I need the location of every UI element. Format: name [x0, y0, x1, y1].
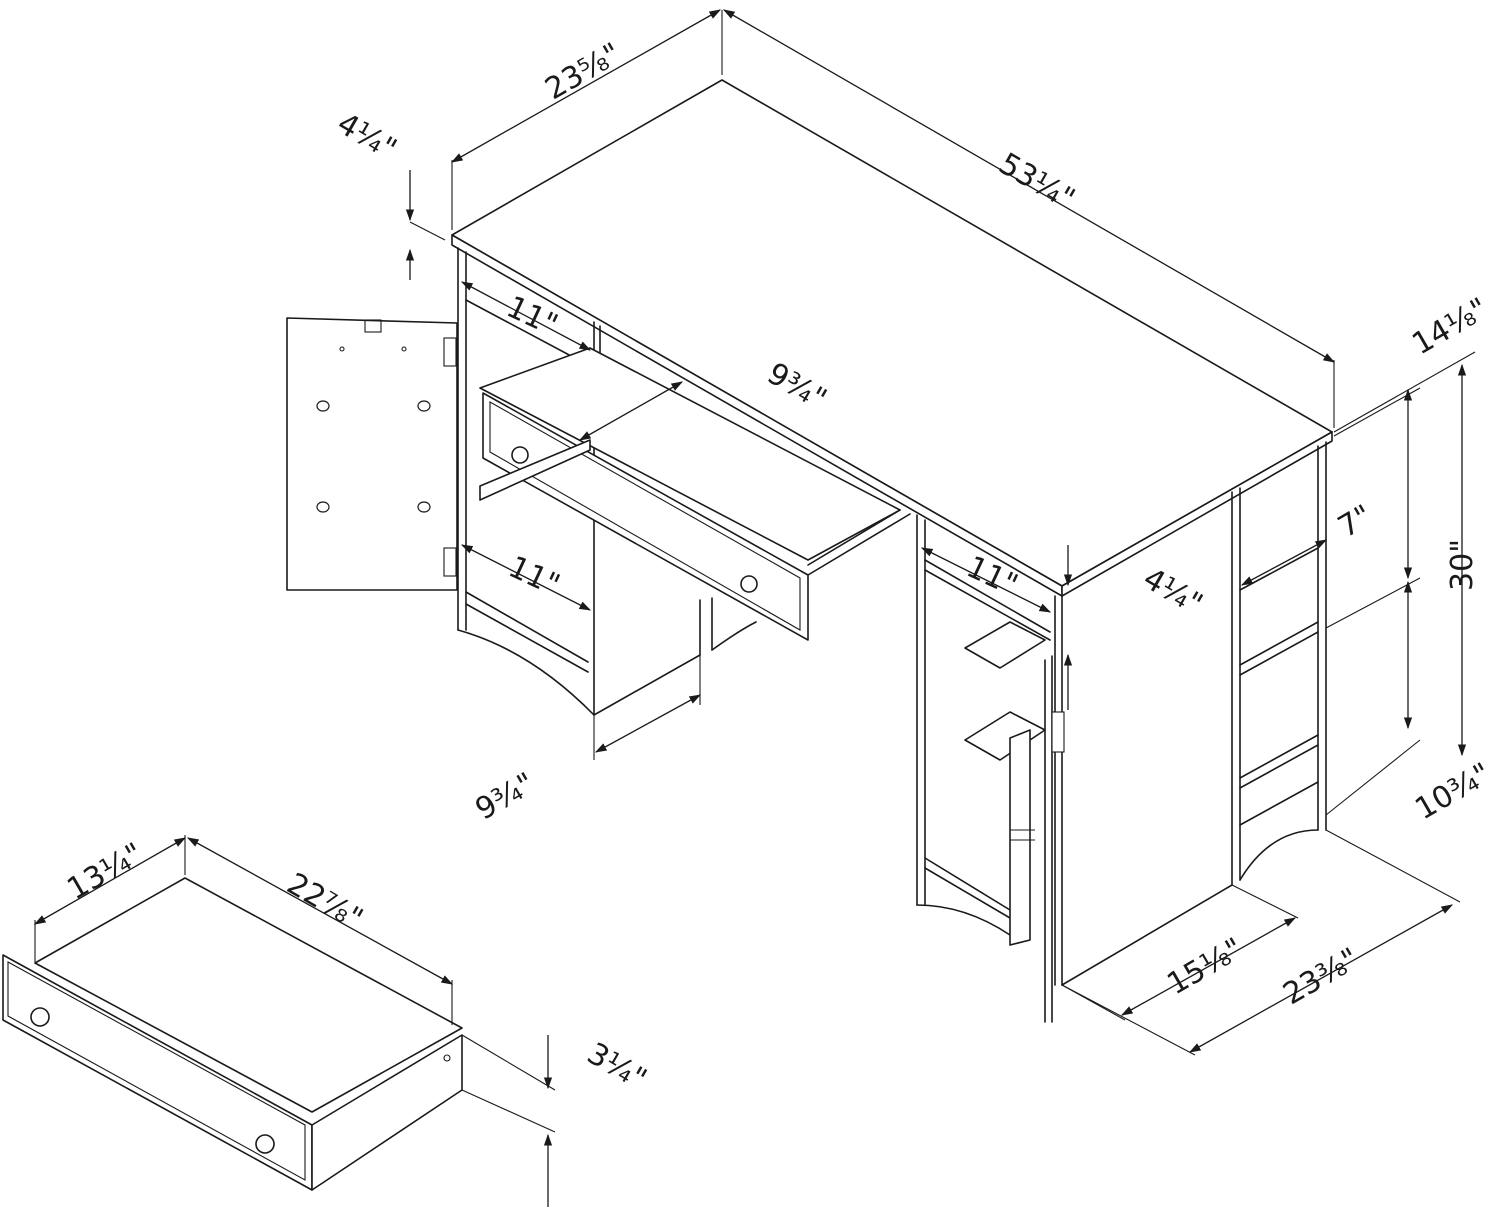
- left-cabinet-door: [286, 317, 458, 591]
- dim-right-side: 4¼": [1137, 561, 1208, 622]
- dim-lower-height: 10¾": [1409, 756, 1497, 827]
- dim-drawer-depth: 13¼": [61, 836, 149, 907]
- side-shelves: [1231, 441, 1327, 886]
- desktop-top: [451, 79, 1333, 597]
- dim-shelf-lower-left: 11": [503, 550, 565, 604]
- right-pedestal: [916, 514, 1233, 1023]
- dim-upper-height: 14⅛": [1406, 291, 1494, 362]
- dim-top-width: 53¼": [993, 146, 1081, 217]
- dim-knee-clearance: 9¾": [470, 766, 541, 827]
- dim-total-depth: 23⅜": [1277, 941, 1365, 1012]
- drawer-drawing: [2, 877, 463, 1191]
- dim-top-depth: 23⅝": [539, 36, 627, 107]
- dim-top-thickness: 4¼": [331, 106, 402, 167]
- desk-drawing: [286, 79, 1333, 1023]
- dim-total-height: 30": [1445, 539, 1480, 591]
- dim-drawer-width: 22⅞": [281, 866, 369, 937]
- dim-cabinet-depth: 15⅛": [1161, 931, 1249, 1002]
- dimension-lines: [33, 9, 1476, 1207]
- dim-side-shelf: 7": [1332, 498, 1378, 545]
- dim-drawer-height: 3¼": [581, 1036, 652, 1097]
